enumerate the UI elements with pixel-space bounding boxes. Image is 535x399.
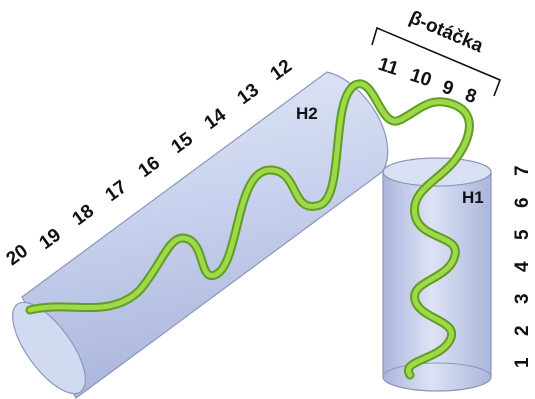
helix-h1-cylinder — [382, 157, 492, 392]
residue-number: 12 — [267, 56, 296, 85]
residue-number: 15 — [168, 128, 198, 158]
residue-number: 2 — [512, 325, 533, 336]
helix-h1-label: H1 — [462, 188, 484, 207]
residue-numbers-h1: 1 2 3 4 5 6 7 — [512, 165, 533, 368]
helix-ribbon — [25, 79, 474, 380]
residue-number: 19 — [36, 225, 65, 254]
h2-cylinder-body — [21, 71, 389, 399]
h2-cylinder-end-cap — [12, 301, 86, 395]
h1-cylinder-bottom-back — [382, 362, 492, 378]
helix-h2-label: H2 — [296, 104, 318, 123]
residue-number: 5 — [512, 229, 533, 240]
residue-number: 8 — [462, 85, 479, 108]
residue-number: 4 — [512, 261, 533, 272]
residue-number: 17 — [102, 177, 131, 206]
ribbon-highlight — [27, 81, 472, 378]
beta-turn-bracket — [371, 26, 502, 97]
residue-number: 14 — [201, 104, 231, 134]
residue-number: 13 — [234, 80, 263, 109]
beta-turn-label: β-otáčka — [406, 7, 487, 57]
residue-number: 6 — [512, 197, 533, 208]
residue-number: 10 — [407, 65, 434, 92]
h1-cylinder-body — [382, 171, 492, 392]
residue-number: 1 — [512, 357, 533, 368]
residue-number: 7 — [512, 165, 533, 176]
helix-h2-cylinder — [12, 71, 389, 399]
residue-number: 16 — [135, 153, 164, 182]
residue-number: 3 — [512, 293, 533, 304]
residue-number: 18 — [69, 201, 98, 230]
residue-number: 9 — [439, 77, 456, 100]
residue-number: 11 — [375, 54, 401, 80]
residue-number: 20 — [3, 241, 32, 270]
